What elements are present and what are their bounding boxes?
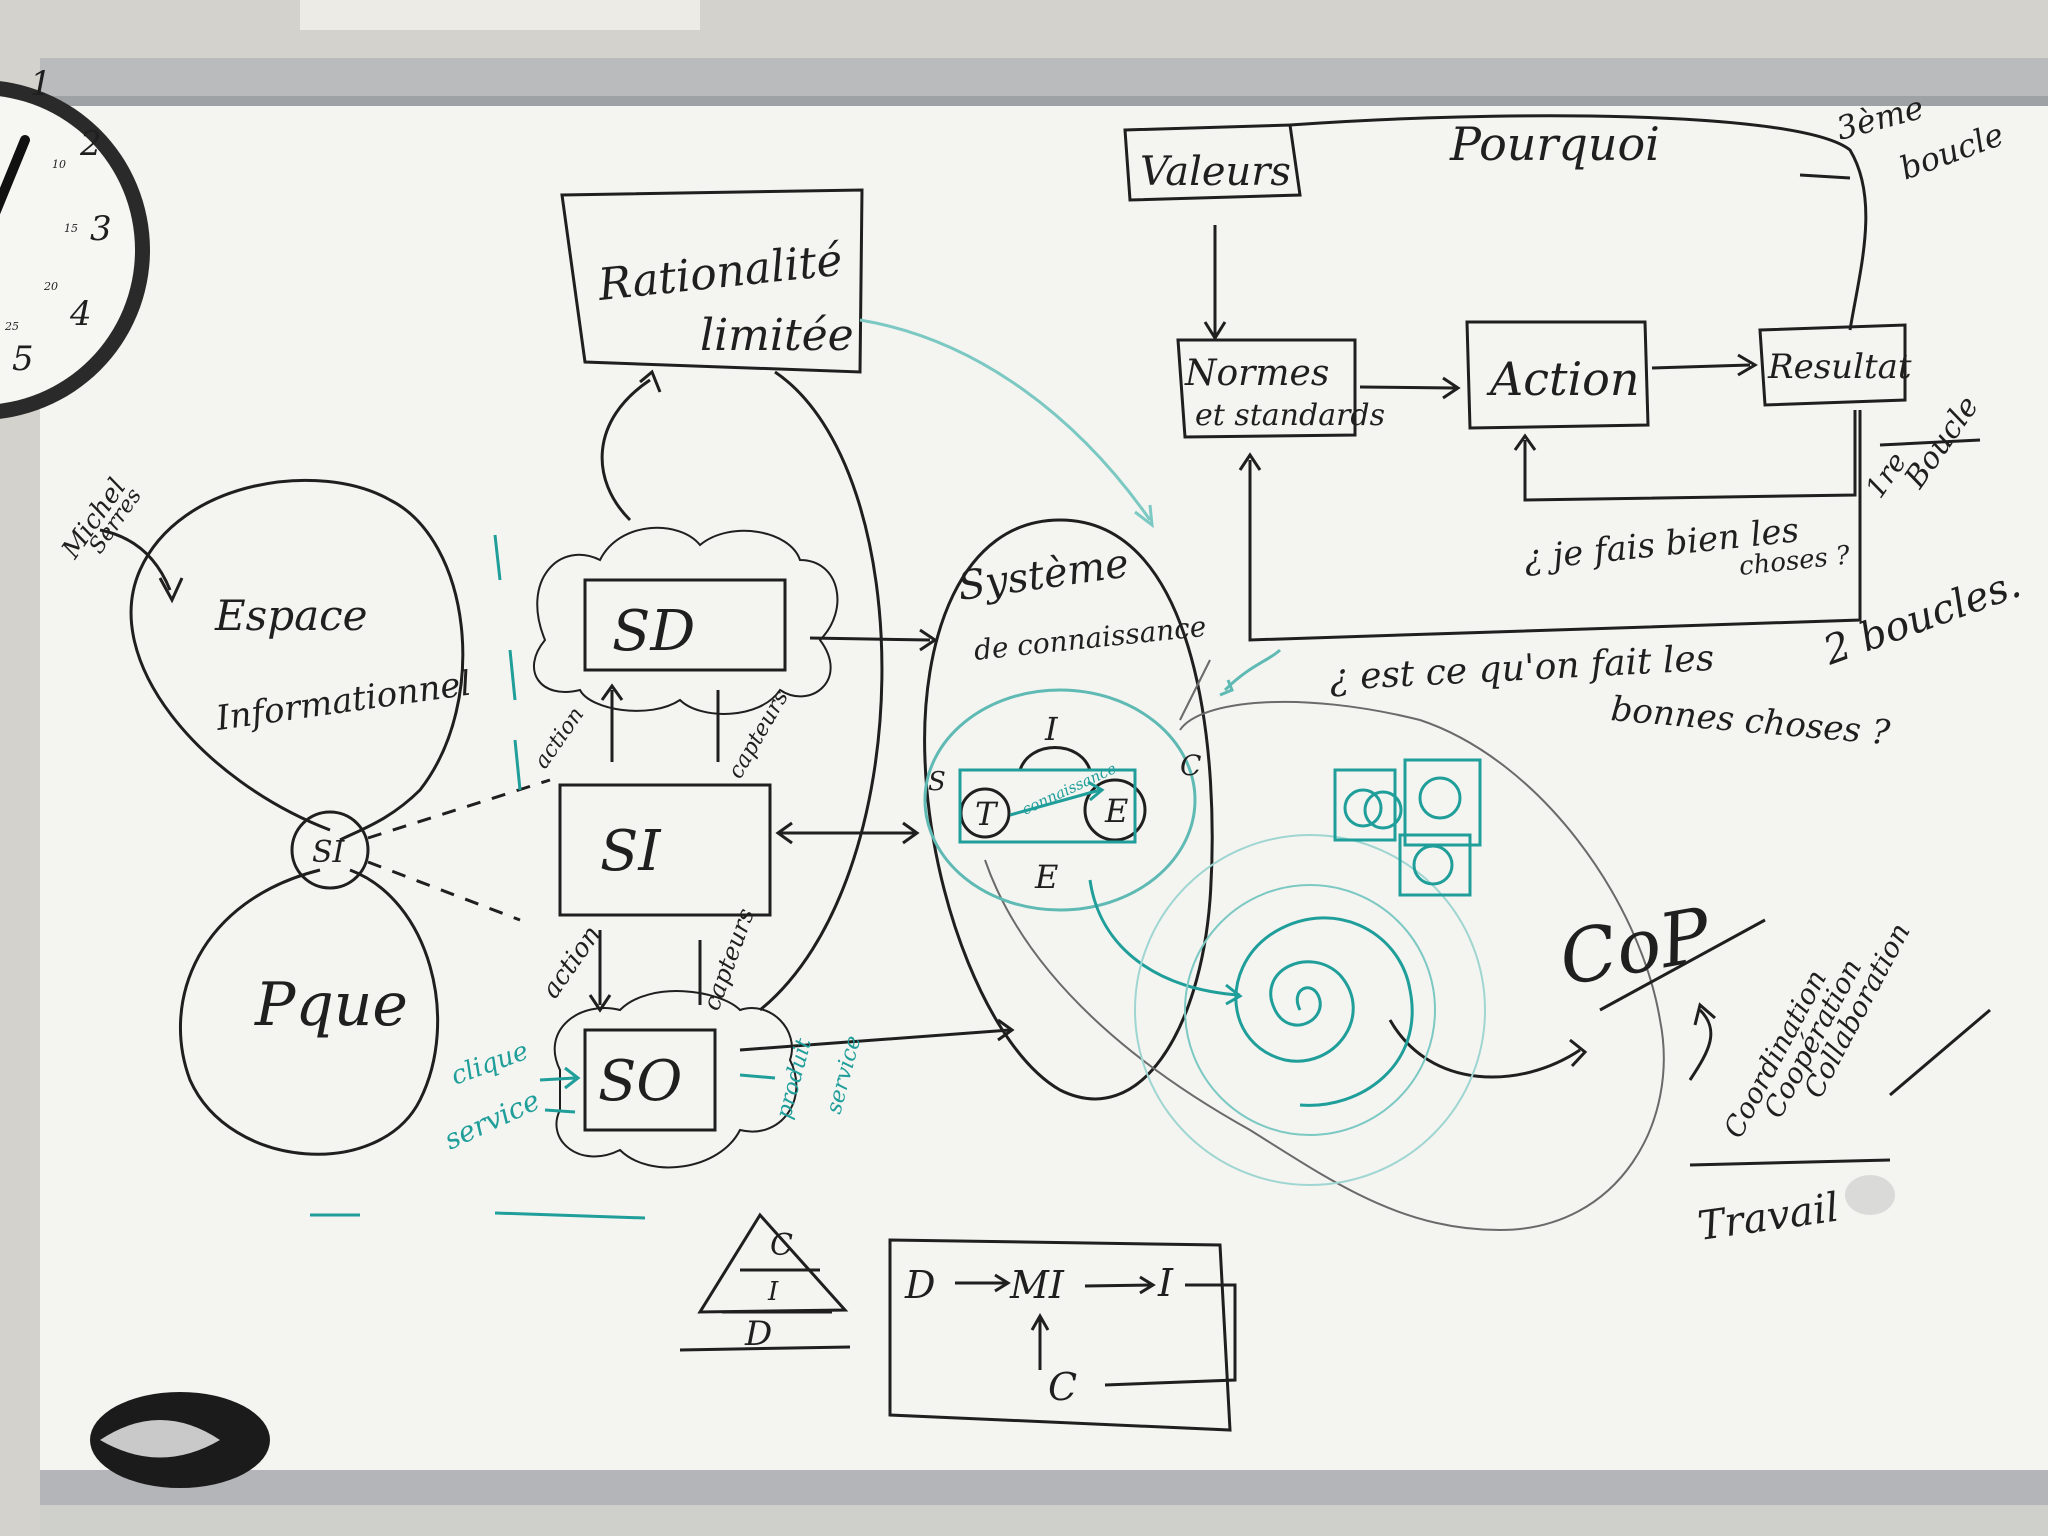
smudge xyxy=(1845,1175,1895,1215)
big-curve xyxy=(759,370,884,1012)
flow-i: I xyxy=(1157,1261,1174,1305)
letter-e-bottom: E xyxy=(1034,858,1058,896)
resultat-box xyxy=(1758,323,1907,407)
flow-c: C xyxy=(1048,1365,1077,1409)
lower-loop xyxy=(178,868,440,1156)
sd-box xyxy=(583,578,787,672)
flow-d: D xyxy=(904,1263,935,1307)
spiral xyxy=(1234,916,1414,1107)
resultat-label: Resultat xyxy=(1767,347,1912,387)
flow-frame xyxy=(888,1238,1232,1432)
teal-knowledge-marks xyxy=(923,648,1486,1186)
knowledge-oval xyxy=(923,518,1214,1101)
upper-loop-label-1: Espace xyxy=(214,591,368,640)
clock-number: 5 xyxy=(12,339,34,379)
action-box-label: Action xyxy=(1486,352,1640,406)
valeurs-label: Valeurs xyxy=(1140,149,1291,195)
pyramid-top: C xyxy=(770,1228,793,1263)
clock-number: 3 xyxy=(90,209,112,249)
teal-stack-marks xyxy=(310,318,1154,1220)
si-box xyxy=(558,783,772,917)
clock-small-number: 15 xyxy=(64,222,78,235)
normes-box xyxy=(1176,338,1357,439)
pourquoi-label: Pourquoi xyxy=(1449,117,1660,171)
paper-sheet xyxy=(300,0,700,30)
pyramid-bottom: D xyxy=(744,1314,772,1354)
flow-diagram xyxy=(888,1238,1237,1432)
clock-number: 1 xyxy=(30,64,52,104)
sd-label: SD xyxy=(612,599,695,664)
wall-clock: 1 2 3 4 5 10 15 20 25 xyxy=(0,64,150,419)
standards-label: et standards xyxy=(1195,398,1385,433)
clock-number: 2 xyxy=(79,124,102,164)
letter-e-right: E xyxy=(1104,792,1128,830)
clock-small-number: 20 xyxy=(43,280,58,293)
rationalite-box xyxy=(560,188,864,374)
pyramid-middle: I xyxy=(767,1277,779,1307)
letter-t: T xyxy=(975,795,999,833)
rationalite-label-2: limitée xyxy=(700,310,854,361)
clock-small-number: 25 xyxy=(4,320,19,333)
si-node-label: SI xyxy=(312,835,346,870)
clock-number: 4 xyxy=(69,294,92,334)
action-box xyxy=(1465,320,1650,430)
so-label: SO xyxy=(598,1049,682,1114)
dashed-link xyxy=(367,860,521,922)
big-grey-loop xyxy=(984,700,1665,1232)
letter-c: C xyxy=(1180,749,1201,782)
cop-diagram xyxy=(1599,918,1991,1167)
si-node-circle xyxy=(290,810,370,890)
author-arrow xyxy=(99,528,172,591)
flow-mi: MI xyxy=(1009,1263,1065,1307)
learning-loops-diagram xyxy=(1123,114,1981,642)
letter-s: S xyxy=(928,767,946,797)
clock-small-number: 10 xyxy=(52,158,66,171)
board-top-rail xyxy=(40,58,2048,102)
board-bottom-rail xyxy=(40,1470,2048,1510)
valeurs-box xyxy=(1123,123,1302,202)
so-cloud xyxy=(553,990,798,1169)
pyramid-diagram xyxy=(679,1212,851,1352)
stack-diagram xyxy=(533,188,1015,1169)
normes-label: Normes xyxy=(1184,353,1329,394)
lower-loop-label: Pque xyxy=(254,970,408,1040)
so-box xyxy=(583,1028,717,1132)
letter-i: I xyxy=(1044,710,1059,748)
si-label: SI xyxy=(600,819,662,884)
upper-loop xyxy=(129,478,465,842)
whiteboard-eraser[interactable] xyxy=(90,1392,270,1488)
